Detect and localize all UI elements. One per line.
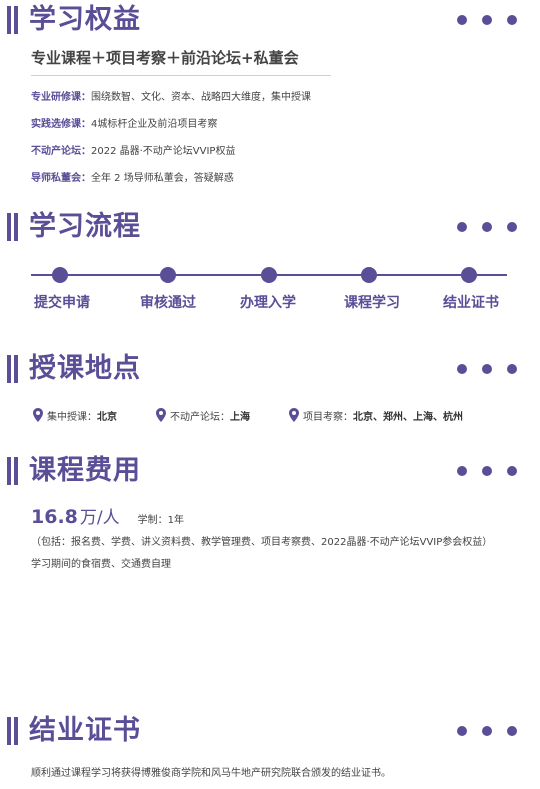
process-node [261,267,277,283]
process-title: 学习流程 [29,211,141,242]
header-bar-icon [7,6,11,34]
price-unit: 万/人 [79,508,120,528]
header-bar-icon [7,355,11,383]
benefit-text: 4城标杆企业及前沿项目考察 [91,119,218,130]
process-step-label: 提交申请 [34,295,90,311]
fees-title: 课程费用 [29,455,141,486]
benefit-item: 不动产论坛：2022 晶器·不动产论坛VVIP权益 [31,142,235,157]
benefit-label: 专业研修课： [31,92,91,103]
process-step-label: 办理入学 [240,295,296,311]
location-label: 项目考察： [303,412,353,423]
locations-header: 授课地点 [0,352,540,386]
fee-includes: （包括：报名费、学费、讲义资料费、教学管理费、项目考察费、2022晶器·不动产论… [31,537,493,548]
process-node [52,267,68,283]
certificate-header: 结业证书 [0,714,540,748]
more-dots-icon [457,726,519,736]
locations-title: 授课地点 [29,353,141,384]
location-label: 不动产论坛： [170,412,230,423]
benefit-label: 不动产论坛： [31,146,91,157]
header-bar-icon [14,355,18,383]
benefit-text: 围绕数智、文化、资本、战略四大维度，集中授课 [91,92,311,103]
benefits-header: 学习权益 [0,3,540,37]
benefits-subtitle: 专业课程＋项目考察＋前沿论坛+私董会 [31,49,299,67]
process-header: 学习流程 [0,210,540,244]
divider [31,75,331,76]
certificate-title: 结业证书 [29,715,141,746]
benefit-text: 2022 晶器·不动产论坛VVIP权益 [91,146,236,157]
fee-excludes: 学习期间的食宿费、交通费自理 [31,559,171,570]
program-duration: 学制：1年 [137,515,184,526]
location-value: 北京 [97,412,117,423]
process-step-label: 结业证书 [443,295,499,311]
more-dots-icon [457,364,519,374]
benefit-item: 导师私董会：全年 2 场导师私董会，答疑解惑 [31,169,234,184]
header-bar-icon [14,6,18,34]
location-pin-icon [289,408,299,422]
header-bar-icon [7,457,11,485]
benefit-label: 实践选修课： [31,119,91,130]
header-bar-icon [14,213,18,241]
location-value: 北京、郑州、上海、杭州 [353,412,463,423]
location-label: 集中授课： [47,412,97,423]
process-node [160,267,176,283]
location-pin-icon [156,408,166,422]
header-bar-icon [14,457,18,485]
header-bar-icon [7,213,11,241]
process-node [461,267,477,283]
process-step-label: 课程学习 [344,295,400,311]
location-value: 上海 [230,412,250,423]
header-bar-icon [7,717,11,745]
benefit-item: 专业研修课：围绕数智、文化、资本、战略四大维度，集中授课 [31,88,311,103]
benefits-title: 学习权益 [29,4,141,35]
header-bar-icon [14,717,18,745]
location-pin-icon [33,408,43,422]
certificate-text: 顺利通过课程学习将获得博雅俊商学院和风马牛地产研究院联合颁发的结业证书。 [31,768,391,779]
process-node [361,267,377,283]
more-dots-icon [457,15,519,25]
benefit-item: 实践选修课：4城标杆企业及前沿项目考察 [31,115,217,130]
process-step-label: 审核通过 [140,295,196,311]
fees-header: 课程费用 [0,454,540,488]
price-value: 16.8 [31,506,78,528]
more-dots-icon [457,466,519,476]
benefit-text: 全年 2 场导师私董会，答疑解惑 [91,173,234,184]
benefit-label: 导师私董会： [31,173,91,184]
more-dots-icon [457,222,519,232]
